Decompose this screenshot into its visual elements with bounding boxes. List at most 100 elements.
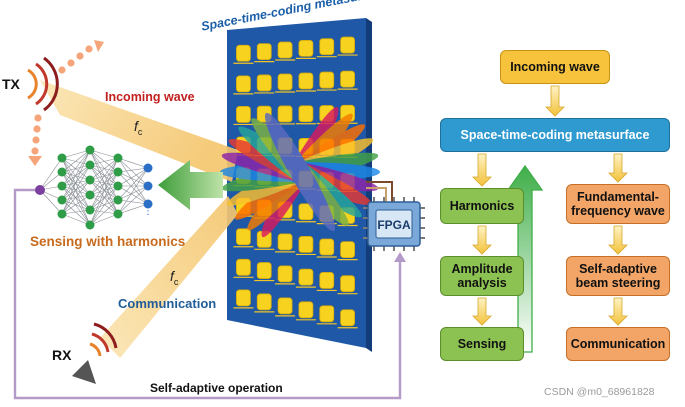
metasurface-pad — [236, 258, 251, 276]
fc-sub: c — [137, 126, 143, 137]
metasurface-pad — [277, 233, 293, 251]
metasurface-pad — [319, 272, 335, 289]
nn-node — [143, 199, 153, 209]
metasurface-pad — [298, 236, 314, 253]
flow-arrow — [545, 85, 565, 117]
nn-edge — [61, 149, 91, 159]
flow-metasurface-text: Space-time-coding metasurface — [460, 128, 650, 142]
nn-edge — [89, 194, 119, 201]
nn-edge — [117, 167, 149, 187]
nn-edge — [61, 149, 91, 173]
metasurface-pad — [298, 268, 314, 286]
nn-edge — [61, 149, 91, 215]
nn-edge — [117, 199, 149, 205]
flow-harmonics-text: Harmonics — [449, 199, 515, 213]
nn-edge — [117, 185, 149, 201]
metasurface-pad — [319, 238, 335, 256]
metasurface-pad — [236, 44, 251, 62]
nn-edge — [117, 167, 149, 201]
metasurface-pad — [319, 71, 335, 89]
flow-arrow — [608, 153, 628, 183]
fc-label-bottom: fc — [170, 268, 178, 287]
nn-node — [143, 181, 153, 191]
nn-node — [85, 220, 95, 230]
nn-edge — [89, 149, 119, 173]
nn-edge — [89, 179, 119, 187]
flow-arrow — [472, 297, 492, 326]
nn-edge — [61, 185, 91, 196]
fc-letter: f — [170, 268, 174, 284]
nn-node — [57, 195, 67, 205]
nn-edge — [89, 157, 119, 211]
metasurface-pad — [298, 301, 314, 319]
flow-metasurface: Space-time-coding metasurface — [440, 118, 670, 152]
nn-node — [85, 175, 95, 185]
nn-edge — [61, 185, 91, 226]
nn-edge — [61, 171, 91, 211]
nn-ellipsis-icon: ⋮ — [143, 206, 153, 217]
nn-edge — [89, 199, 119, 226]
metasurface-pad — [298, 72, 314, 90]
nn-edge — [61, 171, 91, 196]
nn-edge — [117, 171, 149, 187]
nn-edge — [39, 189, 63, 215]
nn-edge — [61, 157, 91, 181]
nn-edge — [61, 179, 91, 187]
nn-edge — [89, 157, 119, 181]
flow-beam-steering: Self-adaptive beam steering — [566, 256, 670, 296]
metasurface-pad — [319, 305, 335, 323]
nn-edge — [89, 149, 119, 187]
metasurface-pad — [277, 41, 293, 59]
nn-edge — [89, 171, 119, 181]
nn-node — [57, 181, 67, 191]
rx-antenna-icon — [72, 322, 118, 384]
nn-node — [85, 145, 95, 155]
nn-edge — [117, 185, 149, 205]
metasurface-pad — [298, 105, 314, 123]
nn-node — [85, 160, 95, 170]
nn-edge — [89, 171, 119, 226]
nn-edge — [89, 185, 119, 226]
flow-fundamental-line1: Fundamental- — [577, 190, 659, 204]
tx-antenna-icon — [27, 56, 59, 112]
metasurface-pad — [340, 70, 355, 88]
flow-amplitude: Amplitude analysis — [440, 256, 524, 296]
metasurface-pad — [236, 106, 251, 123]
sensing-return-arrow — [158, 160, 223, 210]
communication-caption: Communication — [118, 296, 217, 311]
flow-amplitude-line2: analysis — [457, 276, 507, 290]
nn-edge — [61, 171, 91, 181]
metasurface-pad — [256, 74, 272, 92]
nn-edge — [61, 149, 91, 187]
metasurface-pad — [277, 265, 293, 283]
fpga-chip-icon: FPGA — [363, 181, 425, 251]
flow-beam-line1: Self-adaptive — [579, 262, 657, 276]
nn-edge — [89, 213, 119, 226]
fc-letter: f — [134, 118, 138, 134]
flow-arrow — [472, 225, 492, 255]
nn-edge — [61, 157, 91, 211]
nn-edge — [117, 171, 149, 205]
metasurface-pad — [340, 241, 355, 259]
nn-edge — [89, 149, 119, 201]
flow-sensing: Sensing — [440, 327, 524, 361]
nn-edge — [117, 157, 149, 205]
nn-edge — [89, 179, 119, 201]
nn-edge — [89, 149, 119, 215]
nn-node — [113, 167, 123, 177]
watermark: CSDN @m0_68961828 — [544, 386, 655, 398]
metasurface-pad — [319, 38, 335, 56]
fpga-label: FPGA — [377, 218, 411, 232]
flow-arrow — [472, 153, 492, 187]
metasurface-pad — [236, 75, 251, 93]
flow-incoming-wave: Incoming wave — [500, 50, 610, 84]
nn-edge — [61, 209, 91, 215]
nn-edge — [117, 167, 149, 215]
fc-sub: c — [173, 276, 179, 287]
nn-edge — [61, 171, 91, 226]
nn-edge — [61, 157, 91, 196]
nn-edge — [117, 167, 149, 173]
metasurface-pad — [277, 297, 293, 315]
metasurface-pad — [277, 105, 293, 123]
